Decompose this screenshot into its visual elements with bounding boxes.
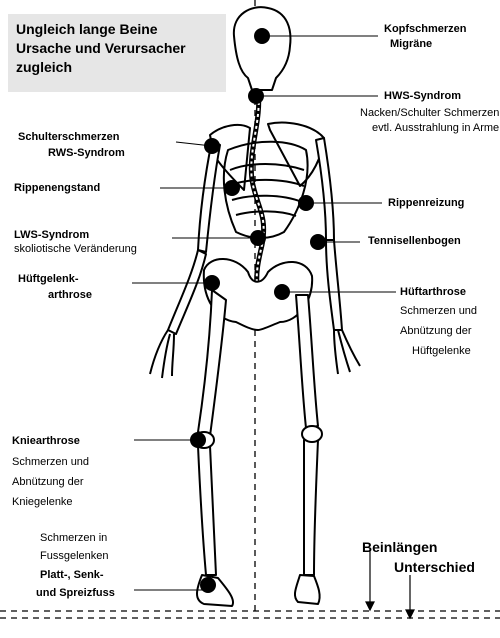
pain-markers (190, 28, 326, 593)
ribcage (222, 140, 309, 239)
label-hueftgelenk: Hüftgelenk- (18, 273, 79, 285)
title-line-3: zugleich (16, 59, 73, 75)
marker-elbow (310, 234, 326, 250)
marker-lws (250, 230, 266, 246)
label-hueftarthrose-text-1: Schmerzen und (400, 305, 478, 317)
marker-knee (190, 432, 206, 448)
label-hws-syndrom: HWS-Syndrom (384, 90, 461, 102)
pointer-lines (132, 35, 396, 591)
label-arthrose: arthrose (48, 289, 93, 301)
label-plattfuss: Platt-, Senk- (40, 569, 104, 581)
marker-ribs-left (224, 180, 240, 196)
left-humerus (197, 139, 221, 253)
left-forearm (167, 249, 207, 335)
title-box (8, 14, 226, 92)
label-hueftarthrose-text-2: Abnützung der (400, 325, 472, 337)
label-hws-text-1: Nacken/Schulter Schmerzen (360, 107, 500, 119)
left-hand (149, 329, 175, 379)
label-rippenreizung: Rippenreizung (388, 197, 465, 209)
marker-hip-left (204, 275, 220, 291)
marker-foot (200, 577, 216, 593)
label-unterschied: Unterschied (394, 559, 475, 575)
marker-shoulder (204, 138, 220, 154)
right-knee-cap (301, 425, 323, 443)
label-fuss-text-1: Schmerzen in (40, 532, 108, 544)
skull (232, 6, 292, 91)
right-foot (293, 574, 321, 605)
right-tibia (302, 439, 319, 576)
left-tibia (197, 445, 217, 576)
right-forearm (325, 239, 343, 331)
label-spreizfuss: und Spreizfuss (36, 587, 115, 599)
left-scapula (209, 123, 251, 191)
label-rws-syndrom: RWS-Syndrom (48, 147, 125, 159)
right-femur (295, 294, 319, 429)
leg-length-arrows (365, 550, 415, 620)
label-tennisellenbogen: Tennisellenbogen (368, 235, 461, 247)
marker-hws (248, 88, 264, 104)
left-femur (197, 289, 227, 437)
label-schulterschmerzen: Schulterschmerzen (18, 131, 120, 143)
label-hueftarthrose-text-3: Hüftgelenke (412, 345, 471, 357)
right-scapula (267, 121, 325, 187)
title-line-2: Ursache und Verursacher (16, 40, 186, 56)
label-knie-text-3: Kniegelenke (12, 496, 73, 508)
label-fuss-text-2: Fussgelenken (40, 550, 109, 562)
label-hueftarthrose: Hüftarthrose (400, 286, 467, 298)
label-lws-syndrom: LWS-Syndrom (14, 229, 90, 241)
label-knie-text-1: Schmerzen und (12, 456, 90, 468)
marker-ribs-right (298, 195, 314, 211)
skeleton (149, 6, 361, 607)
marker-head (254, 28, 270, 44)
label-migraene: Migräne (390, 38, 433, 50)
title-line-1: Ungleich lange Beine (16, 21, 158, 37)
label-beinlaengen: Beinlängen (362, 539, 438, 555)
label-knie-text-2: Abnützung der (12, 476, 84, 488)
marker-hip-right (274, 284, 290, 300)
label-hws-text-2: evtl. Ausstrahlung in Arme (372, 122, 500, 134)
label-kopfschmerzen: Kopfschmerzen (384, 23, 467, 35)
label-kniearthrose: Kniearthrose (12, 435, 80, 447)
right-hand (333, 329, 361, 375)
label-rippenengstand: Rippenengstand (14, 182, 101, 194)
label-lws-text: skoliotische Veränderung (14, 243, 137, 255)
right-humerus (315, 137, 335, 241)
